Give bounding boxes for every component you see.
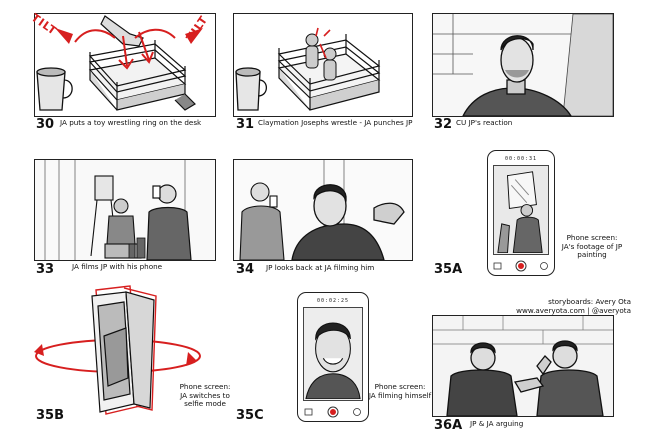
- camera-controls-icons: [493, 260, 548, 272]
- panel-34-sketch: [234, 160, 412, 260]
- storyboard-panel-32: [432, 13, 614, 117]
- panel-30-sketch: [35, 14, 215, 116]
- panel-number: 34: [236, 262, 255, 277]
- panel-caption: JP & JA arguing: [470, 419, 524, 428]
- panel-number: 35A: [434, 262, 463, 277]
- phone-screen-note: Phone screen: JA switches to selfie mode: [179, 382, 231, 409]
- panel-number: 35C: [236, 408, 264, 423]
- panel-33-sketch: [35, 160, 215, 260]
- storyboard-panel-31: [233, 13, 413, 117]
- panel-number: 31: [236, 117, 255, 132]
- camera-controls: [298, 405, 368, 418]
- panel-caption: Claymation Josephs wrestle - JA punches …: [258, 118, 413, 127]
- storyboard-panel-36a: [432, 315, 614, 417]
- panel-32-sketch: [433, 14, 613, 116]
- panel-caption: JP looks back at JA filming him: [266, 263, 375, 272]
- phone-viewfinder: [493, 165, 549, 255]
- phone-screen-35c: 00:02:25: [297, 292, 369, 422]
- panel-36a-sketch: [433, 316, 613, 416]
- panel-caption: CU JP's reaction: [456, 118, 513, 127]
- panel-number: 32: [434, 117, 453, 132]
- credits-website: www.averyota.com | @averyota: [516, 306, 631, 315]
- panel-caption: JA puts a toy wrestling ring on the desk: [60, 118, 202, 127]
- panel-number: 36A: [434, 418, 463, 433]
- panel-number: 30: [36, 117, 55, 132]
- phone-screen-note: Phone screen: JA's footage of JP paintin…: [561, 233, 623, 260]
- phone-screen-note: Phone screen: JA filming himself: [368, 382, 432, 400]
- panel-caption: JA films JP with his phone: [72, 262, 163, 271]
- storyboard-panel-35b: [30, 282, 208, 422]
- camera-controls: [488, 259, 554, 272]
- storyboard-credits: storyboards: Avery Ota www.averyota.com …: [516, 297, 631, 315]
- panel-35c-sketch: [304, 308, 362, 400]
- panel-35b-sketch: [34, 285, 201, 415]
- recording-timer: 00:00:31: [504, 156, 538, 162]
- phone-screen-35a: 00:00:31: [487, 150, 555, 276]
- camera-controls-icons: [304, 406, 361, 418]
- panel-31-sketch: [234, 14, 412, 116]
- panel-number: 35B: [36, 408, 64, 423]
- storyboard-panel-30: [34, 13, 216, 117]
- panel-35a-sketch: [494, 166, 548, 254]
- storyboard-panel-33: [34, 159, 216, 261]
- panel-number: 33: [36, 262, 55, 277]
- storyboard-panel-34: [233, 159, 413, 261]
- phone-viewfinder: [303, 307, 363, 401]
- recording-timer: 00:02:25: [316, 298, 350, 304]
- credits-author: storyboards: Avery Ota: [548, 297, 631, 306]
